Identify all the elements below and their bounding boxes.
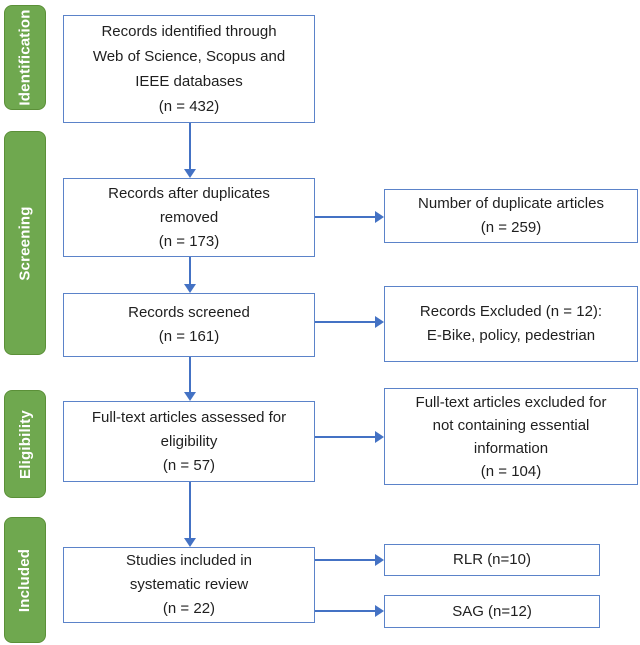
- arrow-down-icon: [184, 392, 196, 401]
- arrow-right-icon: [375, 431, 384, 443]
- arrow-line: [315, 610, 376, 612]
- arrow-line: [189, 357, 191, 393]
- box-sag: SAG (n=12): [384, 595, 600, 628]
- arrow-line: [315, 436, 376, 438]
- arrow-identified-to-duplicates-removed: [184, 123, 196, 178]
- stage-included-label: Included: [16, 548, 34, 612]
- arrow-screened-to-fulltext: [184, 357, 196, 401]
- arrow-right-icon: [375, 211, 384, 223]
- arrow-line: [315, 216, 376, 218]
- arrow-right-icon: [375, 316, 384, 328]
- arrow-to-duplicate-articles: [315, 211, 384, 223]
- arrow-line: [315, 321, 376, 323]
- box-duplicates-removed: Records after duplicates removed (n = 17…: [63, 178, 315, 257]
- box-duplicate-articles: Number of duplicate articles (n = 259): [384, 189, 638, 243]
- arrow-right-icon: [375, 554, 384, 566]
- box-records-identified: Records identified through Web of Scienc…: [63, 15, 315, 123]
- stage-included: Included: [4, 517, 46, 643]
- arrow-line: [189, 257, 191, 285]
- box-fulltext-assessed: Full-text articles assessed for eligibil…: [63, 401, 315, 482]
- box-records-excluded: Records Excluded (n = 12): E-Bike, polic…: [384, 286, 638, 362]
- arrow-to-sag: [315, 605, 384, 617]
- box-studies-included: Studies included in systematic review (n…: [63, 547, 315, 623]
- arrow-down-icon: [184, 284, 196, 293]
- arrow-line: [315, 559, 376, 561]
- stage-identification: Identification: [4, 5, 46, 110]
- stage-screening-label: Screening: [16, 205, 34, 281]
- arrow-duplicates-removed-to-screened: [184, 257, 196, 293]
- box-records-screened: Records screened (n = 161): [63, 293, 315, 357]
- stage-eligibility: Eligibility: [4, 390, 46, 498]
- arrow-to-rlr: [315, 554, 384, 566]
- arrow-fulltext-to-included: [184, 482, 196, 547]
- stage-eligibility-label: Eligibility: [16, 409, 34, 479]
- arrow-to-records-excluded: [315, 316, 384, 328]
- arrow-line: [189, 123, 191, 170]
- arrow-to-fulltext-excluded: [315, 431, 384, 443]
- arrow-right-icon: [375, 605, 384, 617]
- stage-identification-label: Identification: [16, 9, 34, 106]
- stage-screening: Screening: [4, 131, 46, 355]
- arrow-down-icon: [184, 169, 196, 178]
- box-fulltext-excluded: Full-text articles excluded for not cont…: [384, 388, 638, 485]
- arrow-down-icon: [184, 538, 196, 547]
- box-rlr: RLR (n=10): [384, 544, 600, 576]
- arrow-line: [189, 482, 191, 539]
